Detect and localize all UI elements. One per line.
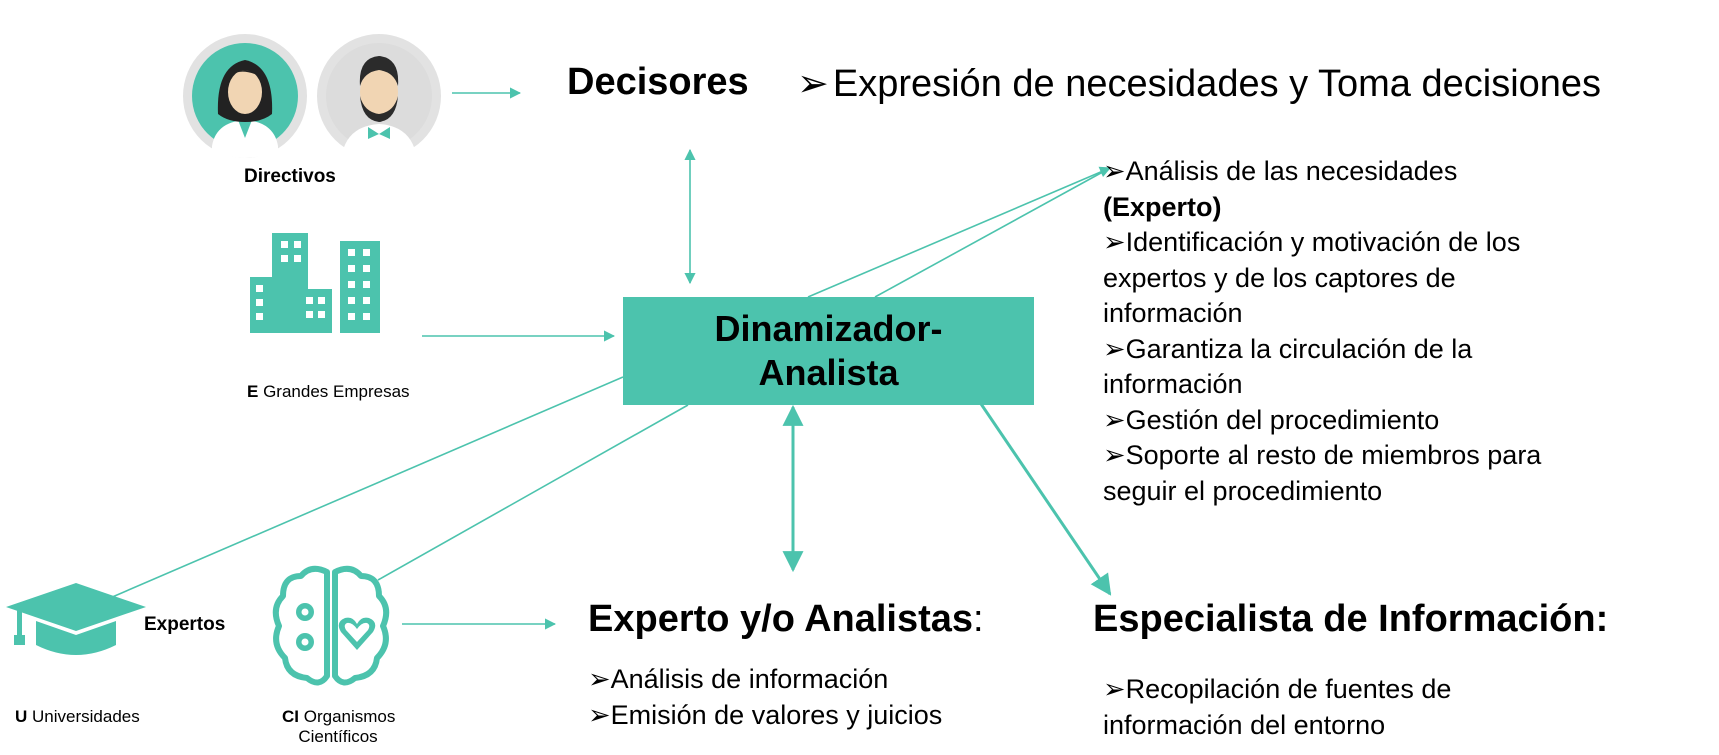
decisores-title: Decisores — [567, 61, 749, 104]
role-line: ➢Análisis de las necesidades — [1103, 154, 1541, 190]
empresas-label: E Grandes Empresas — [247, 382, 410, 402]
specialist-line: ➢Recopilación de fuentes de — [1103, 672, 1451, 708]
universidades-text: Universidades — [32, 707, 140, 726]
ci-line-1: Organismos — [304, 707, 396, 726]
center-line-1: Dinamizador- — [714, 307, 942, 351]
male-director-icon — [317, 34, 441, 160]
empresas-code: E — [247, 382, 258, 401]
expert-analysts-colon: : — [973, 598, 984, 640]
dinamizador-analista-box: Dinamizador- Analista — [623, 297, 1034, 405]
specialist-title: Especialista de Información: — [1093, 598, 1608, 641]
dinamizador-roles-list: ➢Análisis de las necesidades (Experto) ➢… — [1103, 154, 1541, 509]
decisores-desc-line: ➢Expresión de necesidades y Toma decisio… — [797, 61, 1601, 106]
directivos-label: Directivos — [244, 166, 336, 188]
line-ci-to-dinamizador — [378, 405, 688, 580]
expert-analysts-title: Experto y/o Analistas — [588, 598, 973, 640]
ci-line-2: Científicos — [282, 727, 394, 747]
empresas-text: Grandes Empresas — [263, 382, 409, 401]
female-director-icon — [183, 34, 307, 158]
expert-analysts-list: ➢Análisis de información ➢Emisión de val… — [588, 662, 942, 733]
role-line: seguir el procedimiento — [1103, 474, 1541, 510]
arrow-bullet-icon: ➢ — [797, 63, 829, 105]
center-line-2: Analista — [714, 351, 942, 395]
expert-analysts-item: ➢Emisión de valores y juicios — [588, 698, 942, 734]
role-line: ➢Identificación y motivación de los — [1103, 225, 1541, 261]
brain-icon — [271, 564, 391, 689]
arrow-dinamizador-to-roles-1 — [808, 168, 1110, 297]
buildings-icon — [250, 233, 382, 333]
role-line: información — [1103, 296, 1541, 332]
expert-analysts-heading: Experto y/o Analistas: — [588, 598, 984, 641]
universidades-code: U — [15, 707, 27, 726]
universidades-label: U Universidades — [15, 707, 140, 727]
ci-code: CI — [282, 707, 299, 726]
ci-label: CI Organismos Científicos — [282, 707, 394, 747]
role-line: expertos y de los captores de — [1103, 261, 1541, 297]
role-line: ➢Garantiza la circulación de la — [1103, 332, 1541, 368]
specialist-line: información del entorno — [1103, 708, 1451, 744]
graduation-cap-icon — [6, 583, 146, 663]
role-line: ➢Gestión del procedimiento — [1103, 403, 1541, 439]
role-line: (Experto) — [1103, 190, 1541, 226]
expertos-label: Expertos — [144, 614, 225, 636]
line-dinamizador-to-roles-2 — [875, 168, 1110, 297]
expert-analysts-item: ➢Análisis de información — [588, 662, 942, 698]
role-line: ➢Soporte al resto de miembros para — [1103, 438, 1541, 474]
specialist-list: ➢Recopilación de fuentes de información … — [1103, 672, 1451, 743]
decisores-desc: Expresión de necesidades y Toma decision… — [833, 63, 1601, 105]
role-line: información — [1103, 367, 1541, 403]
directivos-avatars — [182, 26, 444, 168]
